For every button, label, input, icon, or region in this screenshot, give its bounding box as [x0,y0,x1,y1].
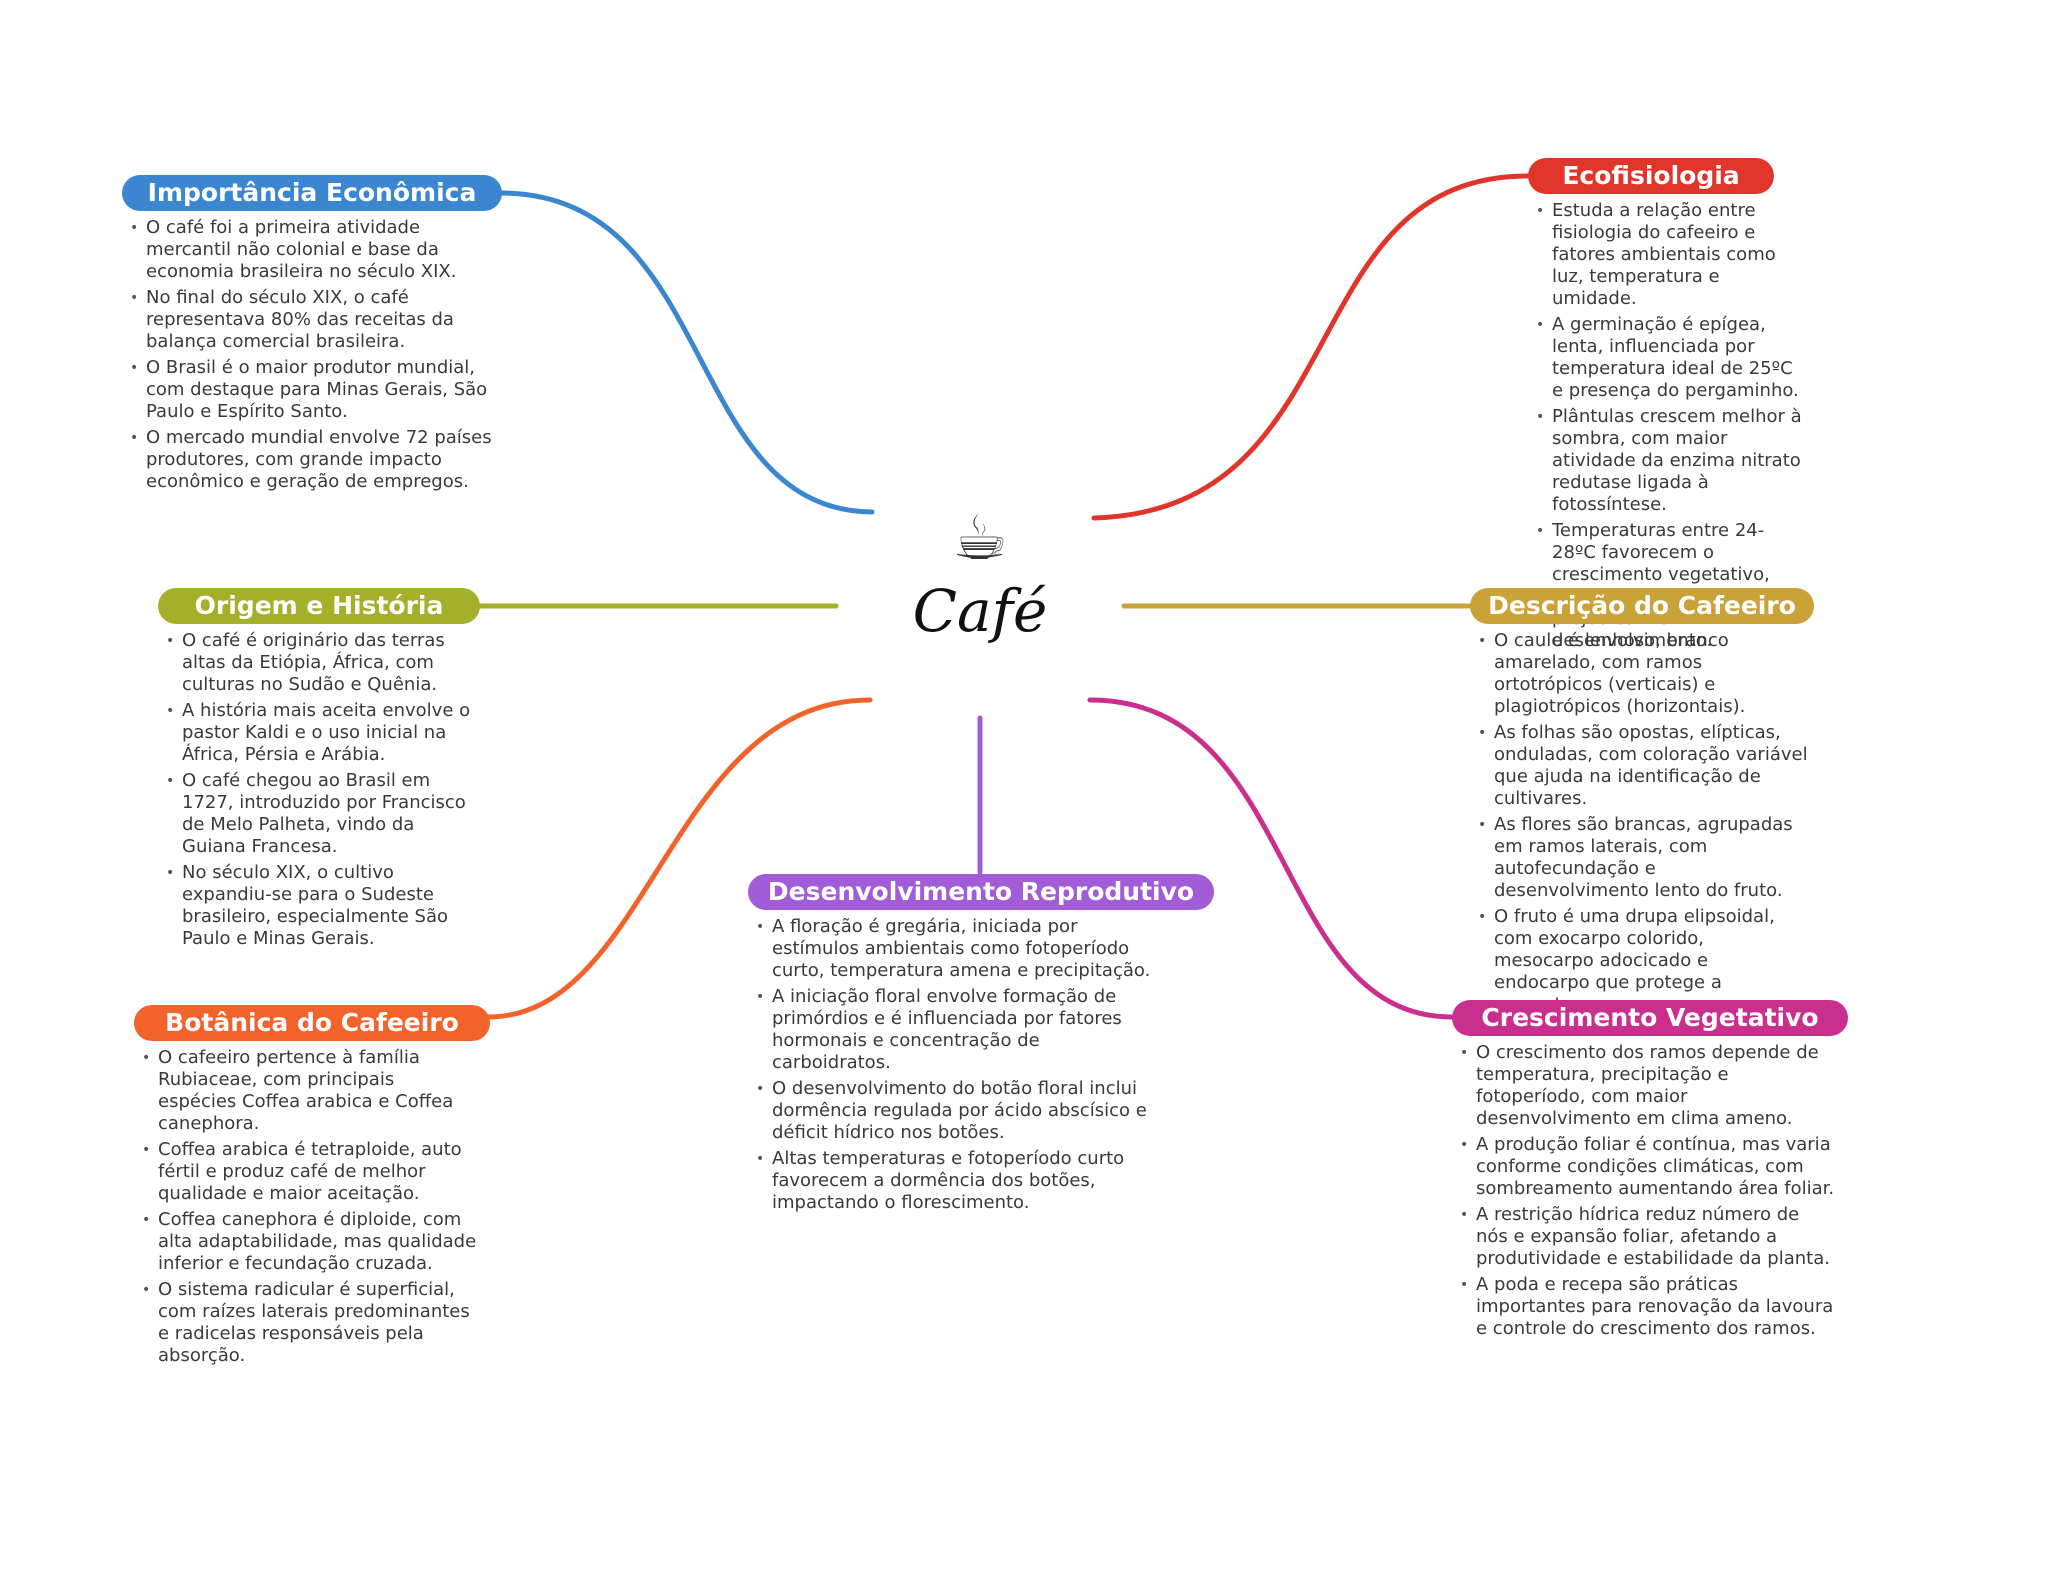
branch-title-origem-historia[interactable]: Origem e História [158,588,480,624]
branch-title-crescimento-vegetativo[interactable]: Crescimento Vegetativo [1452,1000,1848,1036]
list-item: Coffea canephora é diploide, com alta ad… [140,1209,478,1275]
list-item: O cafeeiro pertence à família Rubiaceae,… [140,1047,478,1135]
connector-crescimento-vegetativo [1087,697,1455,1020]
branch-notes-origem-historia: O café é originário das terras altas da … [164,630,482,954]
list-item: O desenvolvimento do botão floral inclui… [754,1078,1164,1144]
connector-botanica-cafeeiro [485,697,873,1020]
branch-title-importancia-economica[interactable]: Importância Econômica [122,175,502,211]
list-item: O Brasil é o maior produtor mundial, com… [128,357,496,423]
branch-notes-descricao-cafeeiro: O caule é lenhoso, branco amarelado, com… [1476,630,1808,1020]
list-item: O mercado mundial envolve 72 países prod… [128,427,496,493]
list-item: Altas temperaturas e fotoperíodo curto f… [754,1148,1164,1214]
list-item: Plântulas crescem melhor à sombra, com m… [1534,406,1804,516]
list-item: A restrição hídrica reduz número de nós … [1458,1204,1836,1270]
list-item: No final do século XIX, o café represent… [128,287,496,353]
branch-title-desenvolvimento-reprodutivo[interactable]: Desenvolvimento Reprodutivo [748,874,1214,910]
branch-notes-importancia-economica: O café foi a primeira atividade mercanti… [128,217,496,497]
list-item: A germinação é epígea, lenta, influencia… [1534,314,1804,402]
list-item: O caule é lenhoso, branco amarelado, com… [1476,630,1808,718]
list-item: No século XIX, o cultivo expandiu-se par… [164,862,482,950]
branch-notes-desenvolvimento-reprodutivo: A floração é gregária, iniciada por estí… [754,916,1164,1218]
central-topic[interactable]: ☕ Café [880,500,1080,660]
list-item: O café é originário das terras altas da … [164,630,482,696]
list-item: O café chegou ao Brasil em 1727, introdu… [164,770,482,858]
list-item: O café foi a primeira atividade mercanti… [128,217,496,283]
list-item: As flores são brancas, agrupadas em ramo… [1476,814,1808,902]
list-item: A iniciação floral envolve formação de p… [754,986,1164,1074]
branch-title-descricao-cafeeiro[interactable]: Descrição do Cafeeiro [1470,588,1814,624]
list-item: Estuda a relação entre fisiologia do caf… [1534,200,1804,310]
list-item: Coffea arabica é tetraploide, auto férti… [140,1139,478,1205]
branch-notes-crescimento-vegetativo: O crescimento dos ramos depende de tempe… [1458,1042,1836,1344]
list-item: A poda e recepa são práticas importantes… [1458,1274,1836,1340]
list-item: A história mais aceita envolve o pastor … [164,700,482,766]
branch-notes-botanica-cafeeiro: O cafeeiro pertence à família Rubiaceae,… [140,1047,478,1371]
list-item: O sistema radicular é superficial, com r… [140,1279,478,1367]
list-item: A produção foliar é contínua, mas varia … [1458,1134,1836,1200]
central-topic-title: Café [912,577,1048,645]
branch-title-botanica-cafeeiro[interactable]: Botânica do Cafeeiro [134,1005,490,1041]
connector-ecofisiologia [1091,173,1531,521]
list-item: O fruto é uma drupa elipsoidal, com exoc… [1476,906,1808,1016]
branch-title-ecofisiologia[interactable]: Ecofisiologia [1528,158,1774,194]
list-item: As folhas são opostas, elípticas, ondula… [1476,722,1808,810]
list-item: A floração é gregária, iniciada por estí… [754,916,1164,982]
hot-coffee-icon: ☕ [952,501,1008,574]
connector-importancia-economica [497,190,875,515]
list-item: O crescimento dos ramos depende de tempe… [1458,1042,1836,1130]
